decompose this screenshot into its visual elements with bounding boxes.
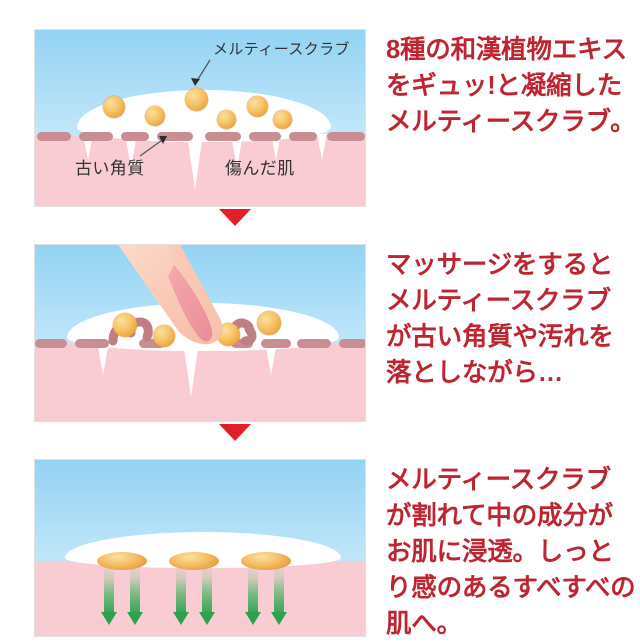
arrow-step2-to-step3 xyxy=(219,424,251,441)
old-keratin-flake xyxy=(297,339,331,348)
old-keratin-flake xyxy=(327,132,365,141)
scrub-bead xyxy=(247,96,268,117)
old-keratin-flake xyxy=(37,132,71,141)
skin-groove xyxy=(83,134,93,160)
skin-groove xyxy=(125,134,137,168)
step-2-caption: マッサージをするとメルティースクラブが古い角質や汚れを落としながら… xyxy=(386,251,614,387)
old-keratin-flake xyxy=(339,339,365,348)
scrub-bead xyxy=(103,96,125,118)
skin-layer xyxy=(35,343,365,421)
scrub-bead xyxy=(153,325,175,347)
old-keratin-flake xyxy=(139,339,165,348)
scrub-bead xyxy=(113,313,137,337)
old-keratin-flake xyxy=(75,339,109,348)
old-keratin-flake xyxy=(249,132,281,141)
scrub-bead xyxy=(217,323,240,346)
old-keratin-flake xyxy=(261,339,291,348)
label-scrub: メルティースクラブ xyxy=(213,41,350,58)
old-keratin-flake xyxy=(289,132,317,141)
illustration-column: メルティースクラブ 古い角質 傷んだ肌 xyxy=(34,0,368,640)
skin-groove xyxy=(183,341,199,397)
arrow-step1-to-step2 xyxy=(219,209,251,226)
old-keratin-flake xyxy=(79,132,113,141)
step-2-illustration xyxy=(34,244,366,422)
skin-groove xyxy=(317,134,327,160)
step-3-illustration xyxy=(34,459,366,637)
step-1-caption: 8種の和漢植物エキスをギュッ!と凝縮したメルティースクラブ。 xyxy=(386,36,636,136)
old-keratin-flake xyxy=(35,339,67,348)
label-leader-lines xyxy=(139,59,211,157)
step-1-illustration: メルティースクラブ 古い角質 傷んだ肌 xyxy=(34,29,366,207)
scrub-bead xyxy=(185,88,208,111)
scrub-bead xyxy=(217,110,236,129)
scrub-bead xyxy=(257,311,281,335)
old-keratin-flake xyxy=(121,132,149,141)
caption-column: 8種の和漢植物エキスをギュッ!と凝縮したメルティースクラブ。 マッサージをすると… xyxy=(386,0,636,640)
finger-illustration xyxy=(118,245,223,345)
label-old-keratin: 古い角質 xyxy=(75,159,145,178)
skin-groove xyxy=(97,341,109,375)
skin-layer-smooth xyxy=(35,561,365,636)
old-keratin-flake xyxy=(205,132,241,141)
label-damaged-skin: 傷んだ肌 xyxy=(225,159,295,178)
skin-groove xyxy=(271,134,281,160)
skin-groove xyxy=(231,134,243,168)
scrub-bead xyxy=(145,106,165,126)
skin-groove xyxy=(187,134,203,190)
step-3-caption: メルティースクラブが割れて中の成分がお肌に浸透。しっとり感のあるすべすべの肌へ。 xyxy=(386,466,636,638)
skin-groove xyxy=(265,341,277,375)
scrub-bead xyxy=(273,110,292,129)
old-keratin-flake xyxy=(157,132,193,141)
